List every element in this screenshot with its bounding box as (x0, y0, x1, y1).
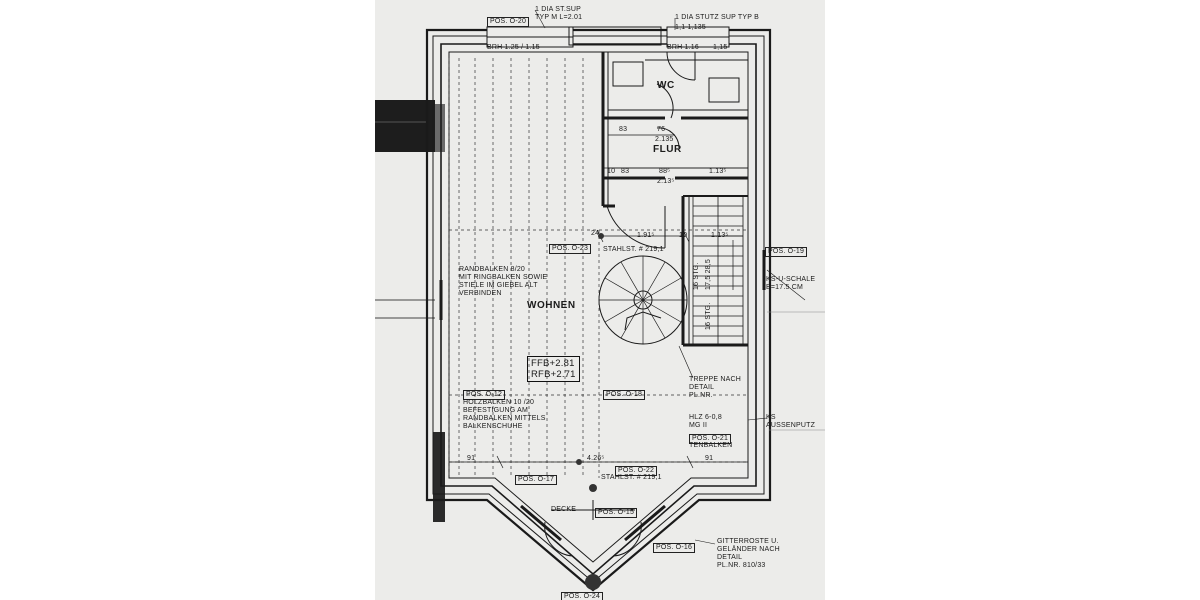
bay-windows (520, 500, 666, 557)
note-line: STIELE IM GIEBEL ALT (459, 282, 538, 289)
note-line: HOLZBALKEN 10 /20 (463, 399, 535, 406)
door-swing (656, 127, 680, 149)
pos-label-024: POS. O-24 (561, 592, 604, 600)
pos-label-021: POS. O-21 (689, 434, 732, 444)
dim-10b: 10 (679, 232, 688, 239)
dim-91b: 91 (705, 455, 714, 462)
wc-washbasin (612, 61, 644, 87)
tenbalken-note: TENBALKEN (689, 442, 733, 449)
dim-83a: 83 (619, 126, 628, 133)
door-swing (666, 51, 696, 81)
room-label-wc: WC (657, 80, 675, 91)
note-line: HLZ 6-0,8 (689, 414, 722, 421)
stair-rise: 17,5 28,5 (705, 259, 712, 290)
note-line: B=17.5 CM (766, 284, 804, 291)
note-line: DETAIL (689, 384, 715, 391)
column-marker (589, 484, 597, 492)
pos-label-022: POS. O-22 (615, 466, 658, 476)
floor-level-box: FFB+2.81 RFB+2.71 (527, 356, 580, 382)
column-marker (598, 233, 604, 239)
note-line: TREPPE NACH (689, 376, 741, 383)
dim-2135b: 2.13⁵ (657, 178, 675, 185)
note-line: BALKENSCHUHE (463, 423, 523, 430)
column-marker (576, 459, 582, 465)
dimension-lines (449, 167, 748, 469)
dim-4265: 4.26⁵ (587, 455, 605, 462)
leader-lines (534, 9, 806, 545)
window-b-title: 1 DIA STUTZ SUP TYP B (675, 14, 759, 21)
note-line: PL.NR. (689, 392, 713, 399)
spiral-stair (598, 255, 688, 345)
dim-76: 76 (657, 126, 666, 133)
window-a-type: TYP M L=2.01 (535, 14, 583, 21)
window-a-title: 1 DIA ST.SUP (535, 6, 581, 13)
dim-1915: 1.91⁵ (637, 232, 655, 239)
note-line: KS-U-SCHALE (766, 276, 816, 283)
brh-label-a: BRH 1.25 / 1.15 (487, 44, 540, 51)
adjacent-wall-block (375, 100, 435, 152)
dim-1135a: 1.13⁵ (709, 168, 727, 175)
brh-label-b-frac: 1,15 (713, 44, 728, 51)
hlz-note: HLZ 6-0,8 MG II (689, 414, 722, 430)
dim-83b: 83 (621, 168, 630, 175)
note-line: GELÄNDER NACH (717, 546, 780, 553)
note-line: GITTERROSTE U. (717, 538, 779, 545)
note-line: AUSSENPUTZ (766, 422, 816, 429)
floor-plan-sheet: 1 DIA ST.SUP TYP M L=2.01 POS. O-20 BRH … (375, 0, 825, 600)
door-swing (606, 205, 666, 249)
adjacent-wall-lower (433, 432, 445, 522)
dim-10: 10 (607, 168, 616, 175)
gitterroste-note: GITTERROSTE U. GELÄNDER NACH DETAIL PL.N… (717, 538, 780, 570)
pos-label-016: POS. O-16 (653, 543, 696, 553)
door-swing (656, 83, 674, 119)
dim-24: 24 (591, 230, 600, 237)
pos-label-015: POS. O-15 (595, 508, 638, 518)
floor-plan-drawing (375, 9, 825, 592)
note-line: DETAIL (717, 554, 743, 561)
randbalken-note: RANDBALKEN 8/20 MIT RINGBALKEN SOWIE STI… (459, 266, 547, 298)
stahlstuetze-upper: STAHLST. # 219,1 (603, 246, 664, 253)
note-line: VERBINDEN (459, 290, 502, 297)
note-line: BEFESTIGUNG AM (463, 407, 529, 414)
pos-label-012: POS. O-12 (463, 390, 506, 400)
brh-label-b: BRH 1.16 (667, 44, 699, 51)
treppe-note: TREPPE NACH DETAIL PL.NR. (689, 376, 741, 400)
note-line: KS (766, 414, 776, 421)
ks-schale-note: KS-U-SCHALE B=17.5 CM (766, 276, 815, 292)
rfb-level: RFB+2.71 (531, 369, 576, 380)
adjacent-wall-shade (435, 104, 445, 152)
pos-label-018: POS. O-18 (603, 390, 646, 400)
wc-toilet (708, 77, 740, 103)
straight-stair (692, 195, 744, 345)
dim-1135b: 1.13⁵ (711, 232, 729, 239)
window-top-middle (568, 26, 662, 46)
outer-wall (425, 28, 772, 592)
pos-label-020: POS. O-20 (487, 17, 530, 27)
ffb-level: FFB+2.81 (531, 358, 575, 369)
interior-walls (601, 52, 748, 347)
stair-count-b: 16 STG. (705, 302, 712, 330)
decke-note: DECKE (551, 506, 577, 513)
pos-label-017: POS. O-17 (515, 475, 558, 485)
beam-lines (448, 58, 748, 478)
ks-aussenputz-note: KS AUSSENPUTZ (766, 414, 815, 430)
note-line: MG II (689, 422, 708, 429)
window-b-size: 1,1 1,135 (675, 24, 706, 31)
room-label-flur: FLUR (653, 144, 682, 155)
note-line: RANDBALKEN MITTELS (463, 415, 546, 422)
stair-count-a: 16 STG. (693, 262, 700, 290)
holzbalken-note: HOLZBALKEN 10 /20 BEFESTIGUNG AM RANDBAL… (463, 399, 546, 431)
drain-grate (585, 574, 601, 590)
note-line: MIT RINGBALKEN SOWIE (459, 274, 548, 281)
stahlstuetze-lower: STAHLST. # 219,1 (601, 474, 662, 481)
room-label-wohnen: WOHNEN (527, 300, 576, 311)
pos-label-023: POS. O-23 (549, 244, 592, 254)
pos-label-019: POS. O-19 (765, 247, 808, 257)
dim-91a: 91 (467, 455, 476, 462)
note-line: RANDBALKEN 8/20 (459, 266, 526, 273)
dim-885: 88⁵ (659, 168, 671, 175)
note-line: PL.NR. 810/33 (717, 562, 766, 569)
dim-2135a: 2.135 (655, 136, 674, 143)
